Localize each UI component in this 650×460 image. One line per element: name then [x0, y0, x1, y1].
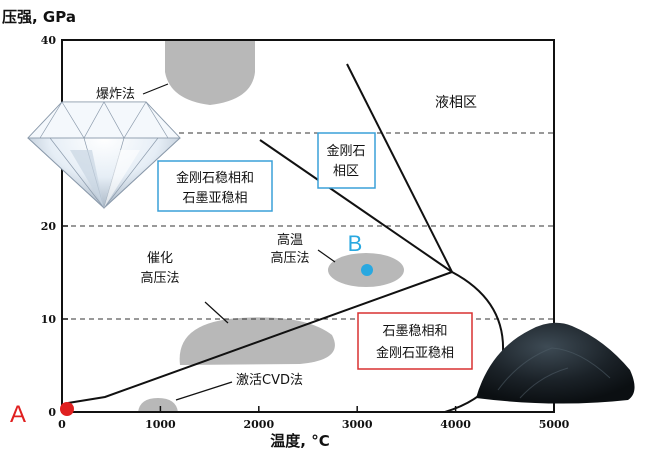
diamond-region-line1: 金刚石 — [326, 143, 365, 159]
explosion-region — [165, 40, 255, 105]
graphite-powder-pile-icon — [476, 322, 635, 404]
y-axis-label: 压强, GPa — [2, 8, 76, 26]
diamond-region-line2: 相区 — [333, 164, 359, 179]
diamond-liquid-boundary — [346, 63, 453, 273]
y-tick-label: 20 — [41, 220, 57, 233]
diamond-stable-box — [157, 160, 273, 212]
point-a-marker — [60, 402, 74, 416]
diamond-stable-line1: 金刚石稳相和 — [176, 170, 254, 186]
metastable-boundary — [259, 139, 453, 273]
axis-ticks: 010002000300040005000010203040 — [41, 34, 570, 431]
explosion-leader — [142, 83, 169, 95]
x-tick-label: 2000 — [243, 418, 274, 431]
x-tick-label: 5000 — [539, 418, 570, 431]
x-tick-label: 0 — [58, 418, 66, 431]
diamond-gem-icon — [27, 101, 181, 210]
diamond-stable-line2: 石墨亚稳相 — [182, 190, 247, 206]
liquid-region-label: 液相区 — [435, 95, 477, 111]
hthp-label-line2: 高压法 — [270, 250, 309, 266]
cvd-label: 激活CVD法 — [236, 373, 303, 388]
y-tick-label: 10 — [41, 313, 57, 326]
x-tick-label: 3000 — [342, 418, 373, 431]
diamond-region-box — [317, 132, 376, 189]
hthp-label-line1: 高温 — [277, 232, 303, 248]
y-tick-label: 0 — [48, 406, 56, 419]
x-tick-label: 4000 — [440, 418, 471, 431]
point-b-marker — [361, 264, 373, 276]
catalytic-label-line1: 催化 — [147, 251, 173, 266]
point-b-label: B — [348, 231, 363, 256]
x-axis-label: 温度, °C — [270, 432, 329, 450]
hthp-leader — [317, 249, 336, 263]
graphite-stable-box — [357, 312, 473, 370]
catalytic-leader — [204, 301, 229, 324]
catalytic-label-line2: 高压法 — [140, 270, 179, 286]
graphite-stable-line1: 石墨稳相和 — [382, 323, 447, 339]
graphite-stable-line2: 金刚石亚稳相 — [376, 345, 454, 361]
x-tick-label: 1000 — [145, 418, 176, 431]
method-regions — [138, 40, 404, 412]
explosion-label: 爆炸法 — [96, 87, 135, 102]
y-tick-label: 40 — [41, 34, 57, 47]
cvd-leader — [175, 381, 233, 401]
point-a-label: A — [10, 401, 26, 428]
graphite-diamond-boundary — [67, 271, 453, 404]
cvd-region — [138, 398, 178, 412]
